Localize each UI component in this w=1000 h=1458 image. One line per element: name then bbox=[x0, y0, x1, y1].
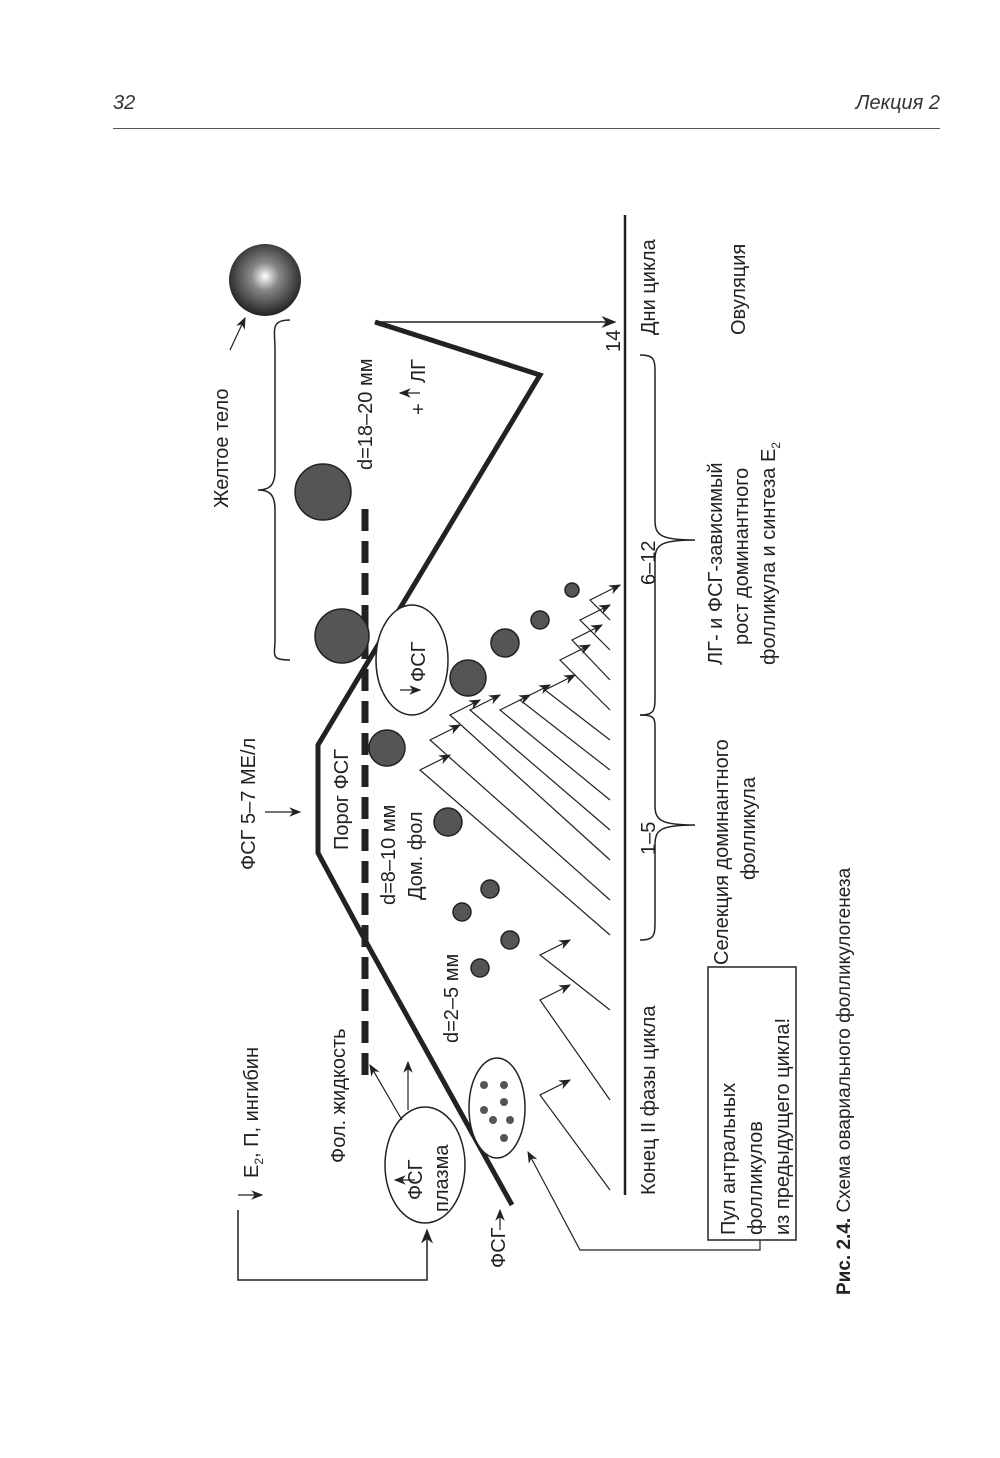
feedback-label: E2, П, ингибин bbox=[241, 1047, 266, 1178]
follicle bbox=[500, 930, 520, 950]
follicle bbox=[314, 608, 370, 664]
d-2-5-label: d=2–5 мм bbox=[441, 954, 463, 1043]
fsh-arrow-label: ФСГ bbox=[488, 1227, 510, 1268]
fsh-plasma-ellipse bbox=[384, 1106, 466, 1224]
fsh-ellipse-label: ФСГ bbox=[408, 641, 430, 682]
hatch-arrow-line bbox=[448, 699, 611, 861]
plasma-label: плазма bbox=[431, 1144, 453, 1212]
pool-line-2: фолликулов bbox=[745, 1121, 767, 1235]
plasma-to-fluid-arrow bbox=[369, 1063, 403, 1121]
hatch-arrow-line bbox=[539, 984, 611, 1101]
feedback-loop-line bbox=[237, 1210, 433, 1281]
fsh-threshold-label: Порог ФСГ bbox=[331, 749, 353, 850]
axis-label: Дни цикла bbox=[638, 238, 660, 335]
hatch-arrow-line bbox=[498, 694, 611, 801]
follicle bbox=[452, 902, 472, 922]
range-1-5: 1–5 bbox=[638, 822, 660, 855]
follicle bbox=[433, 807, 463, 837]
corpus-luteum bbox=[229, 244, 301, 316]
follicle bbox=[449, 659, 487, 697]
range-6-12: 6–12 bbox=[638, 541, 660, 586]
selection-line-2: фолликула bbox=[738, 776, 760, 880]
hatch-arrow-line bbox=[518, 684, 611, 771]
ovulation-label: Овуляция bbox=[728, 244, 750, 335]
hatch-arrow-line bbox=[558, 644, 611, 711]
end-phase-label: Конец II фазы цикла bbox=[638, 1005, 660, 1195]
hatch-arrow-line bbox=[571, 624, 611, 681]
growth-line-3: фолликула и синтеза E2 bbox=[758, 442, 783, 665]
hatch-arrow-line bbox=[543, 674, 611, 741]
pool-dots bbox=[480, 1081, 514, 1142]
growth-line-1: ЛГ- и ФСГ-зависимый bbox=[705, 462, 727, 665]
hatch-arrow-line bbox=[588, 584, 622, 621]
lh-plus: + bbox=[408, 403, 430, 415]
follicle bbox=[490, 628, 520, 658]
corpus-arrow bbox=[229, 316, 246, 351]
hatch-arrow-line bbox=[538, 939, 611, 1011]
fsh-ellipse bbox=[375, 604, 449, 716]
day-14: 14 bbox=[603, 330, 625, 352]
pool-connector bbox=[527, 1150, 761, 1251]
fsh-curve bbox=[315, 319, 544, 1207]
d-18-20-label: d=18–20 мм bbox=[355, 359, 377, 470]
follicles bbox=[294, 463, 580, 978]
selection-line-1: Селекция доминантного bbox=[711, 739, 733, 965]
lh-label: ЛГ bbox=[408, 359, 430, 383]
header-rule bbox=[113, 128, 940, 129]
antral-pool-ellipse bbox=[468, 1057, 526, 1159]
pool-line-3: из предыдущего цикла! bbox=[772, 1018, 794, 1235]
follicle bbox=[564, 582, 580, 598]
hatch-arrow-line bbox=[578, 604, 612, 651]
hatch-lines bbox=[418, 584, 622, 1191]
d-8-10-label: d=8–10 мм bbox=[378, 805, 400, 905]
follicle bbox=[470, 958, 490, 978]
running-header: Лекция 2 bbox=[855, 92, 940, 114]
follicle bbox=[294, 463, 352, 521]
figure-caption: Рис. 2.4. Схема овариального фолликулоге… bbox=[834, 867, 855, 1295]
follicle bbox=[368, 729, 406, 767]
hatch-arrow-line bbox=[418, 754, 611, 936]
corpus-brace bbox=[257, 319, 291, 661]
pool-box bbox=[707, 966, 797, 1241]
fsh-level-label: ФСГ 5–7 МЕ/л bbox=[238, 738, 260, 870]
hatch-arrow-line bbox=[428, 724, 611, 901]
follicle bbox=[480, 879, 500, 899]
follicular-fluid-label: Фол. жидкость bbox=[328, 1028, 350, 1163]
page-number: 32 bbox=[113, 92, 136, 114]
hatch-arrow-line bbox=[468, 694, 611, 831]
pool-line-1: Пул антральных bbox=[718, 1083, 740, 1235]
fsh-plasma-label: ФСГ bbox=[405, 1159, 427, 1200]
follicle bbox=[530, 610, 550, 630]
growth-line-2: рост доминантного bbox=[731, 468, 753, 645]
dominant-label: Дом. фол bbox=[405, 811, 427, 900]
brace-1-5 bbox=[639, 714, 696, 941]
hatch-arrow-line bbox=[539, 1079, 611, 1191]
corpus-luteum-label: Желтое тело bbox=[211, 388, 233, 508]
brace-6-12 bbox=[639, 354, 696, 716]
